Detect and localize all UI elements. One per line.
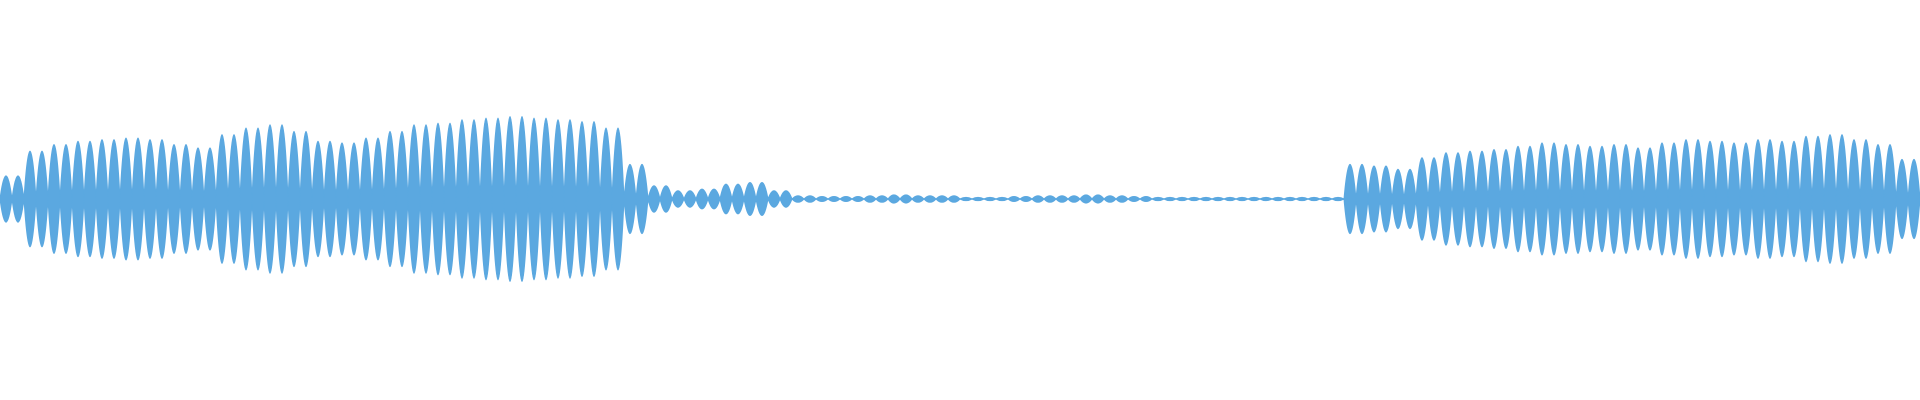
waveform-lobes — [0, 116, 1920, 282]
